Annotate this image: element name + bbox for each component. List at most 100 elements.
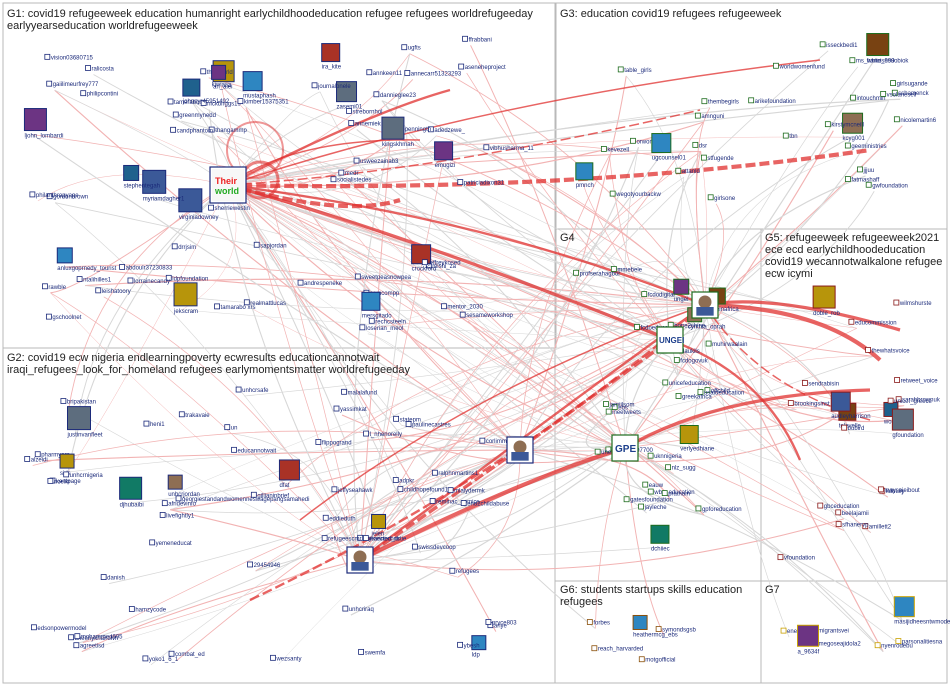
node-g3[interactable]: fatmashaff [844, 176, 880, 184]
node-g7[interactable]: nyenrodebu [874, 642, 913, 650]
node-g3[interactable]: jjjuu [857, 166, 875, 174]
node-g1[interactable]: rawble [42, 283, 67, 291]
node-g2[interactable]: flippogrand [315, 439, 352, 446]
node-g5[interactable]: thewhatsvoice [865, 346, 911, 354]
node-g5[interactable]: sendrabisin [801, 380, 839, 387]
node-g5[interactable]: gbceducation [817, 502, 860, 510]
node-g1[interactable]: myriamdagher1 [142, 169, 185, 202]
node-g1[interactable]: johnnyr45951492 [182, 78, 230, 105]
node-g5[interactable]: brookingsinst [787, 400, 830, 408]
node-g6[interactable]: heathermcg_ebs [632, 614, 678, 638]
node-g1[interactable]: usweezainab3 [353, 157, 399, 165]
node-g2[interactable]: danish [100, 574, 125, 582]
node-g3[interactable]: kcyg001 [842, 112, 866, 142]
node-g1[interactable]: candphantom [170, 126, 213, 134]
node-g4[interactable]: nlz_sugg [665, 464, 696, 472]
node-g1[interactable]: mersgitado [361, 291, 392, 319]
node-g5[interactable]: wilmshurste [893, 299, 932, 307]
node-g3[interactable]: vsolanesell [880, 90, 917, 98]
node-g1[interactable]: tamerabosr [167, 98, 204, 106]
node-g2[interactable]: djhubaibi [119, 476, 144, 508]
node-g4[interactable]: offchild [704, 387, 730, 395]
node-g1[interactable]: ldpfoundation [165, 274, 208, 282]
node-g1[interactable]: abdoulr37230833 [119, 264, 173, 271]
node-g2[interactable]: connected_dr [357, 534, 400, 542]
node-g2[interactable]: corlimmichael [479, 437, 523, 445]
node-g7[interactable]: eneiitr [780, 627, 803, 635]
node-g3[interactable]: wegotyourbackw [609, 190, 662, 198]
node-g1[interactable]: strebornhol [346, 108, 383, 115]
node-g2[interactable]: end2childabuse [460, 500, 510, 508]
node-g1[interactable]: vibhusharma_11 [483, 144, 535, 152]
node-g4[interactable]: muhirwaalain [705, 340, 747, 348]
node-g3[interactable]: orwomen [630, 137, 661, 145]
node-g5[interactable]: sfhanervp [835, 521, 869, 529]
node-g1[interactable]: dannieglee23 [373, 91, 417, 99]
node-g1[interactable]: lorrainecandy [127, 277, 170, 285]
node-g2[interactable]: jelen [371, 513, 387, 537]
node-g1[interactable]: adedzewe_ [427, 126, 466, 134]
node-g2[interactable]: ldp [471, 635, 487, 659]
node-g2[interactable]: pryce803 [485, 619, 517, 626]
node-g4[interactable]: wbg_education [647, 488, 695, 496]
node-g1[interactable]: gaiilimeurfrey777 [46, 80, 99, 88]
node-g1[interactable]: annkeen11 [366, 69, 403, 77]
node-g2[interactable]: 29454946 [247, 561, 281, 569]
node-g3[interactable]: francisnsuobiok [866, 33, 910, 65]
node-g4[interactable]: mmebele [610, 266, 643, 273]
node-g1[interactable]: greenmynedd [172, 111, 216, 119]
node-g4[interactable]: jamiilsom [603, 401, 634, 409]
hub-node-educannotwait[interactable] [346, 546, 374, 574]
hub-node-ungei[interactable]: UNGEI [656, 326, 684, 354]
node-g5[interactable]: maysajeibout [877, 486, 920, 494]
node-g1[interactable]: philipcontini [80, 90, 118, 98]
node-g1[interactable]: kimber15375351 [237, 98, 289, 106]
node-g2[interactable]: hamzycode [128, 606, 167, 613]
node-g2[interactable]: yassimkat [333, 405, 367, 413]
node-g1[interactable]: sesameworkshop [459, 311, 514, 319]
node-g7[interactable]: parsonalitiesna [895, 638, 943, 646]
node-g1[interactable]: ira_kite [321, 43, 342, 71]
node-g1[interactable]: tamarabo xrs [214, 303, 256, 311]
node-g5[interactable]: audleyharrison [830, 391, 871, 420]
node-g1[interactable]: stephentegah [123, 164, 160, 189]
node-g2[interactable]: heni1 [143, 420, 165, 428]
node-g4[interactable]: unesco [594, 448, 621, 456]
node-g1[interactable]: emugizi [434, 141, 456, 169]
node-g1[interactable]: thangammp [208, 126, 248, 134]
node-g1[interactable]: mentor_2030 [441, 303, 483, 311]
node-g2[interactable]: trakavaie [178, 411, 210, 419]
node-g2[interactable]: unhcrnigeria [63, 471, 104, 479]
node-g1[interactable]: jekscram [173, 282, 198, 315]
node-g5[interactable]: amillett2 [862, 523, 892, 531]
node-g2[interactable]: unhcriraq [342, 605, 374, 613]
node-g1[interactable]: gordonbrown [46, 193, 88, 201]
node-g2[interactable]: yoko1_6_1 [142, 655, 179, 663]
node-g6[interactable]: motgofficial [638, 656, 676, 664]
node-g1[interactable]: sapjordan [253, 241, 287, 249]
node-g5[interactable]: retweet_voice [894, 377, 939, 384]
node-g7[interactable]: masijidheesntwmodekcyode [893, 596, 950, 626]
node-g1[interactable]: loserian_meol [359, 324, 403, 332]
node-g1[interactable]: philanthropyage [29, 191, 79, 199]
node-g2[interactable]: georgiestandandwomenneswagepangsamahedi [175, 495, 309, 503]
node-g3[interactable]: amnguni [694, 112, 724, 120]
node-g4[interactable]: jayleche [638, 503, 668, 511]
node-g5[interactable]: unicef_greece [887, 397, 932, 405]
node-g4[interactable]: dchiiec [650, 524, 670, 552]
node-g1[interactable]: nickbriggs19 [200, 100, 242, 107]
node-g5[interactable]: educommission [848, 318, 897, 326]
node-g4[interactable]: fcdodigital [641, 291, 675, 299]
node-g1[interactable]: patriciadixon31 [457, 179, 505, 187]
node-g3[interactable]: dsr [692, 141, 707, 149]
node-g3[interactable]: gwfoundation [865, 181, 908, 189]
node-g2[interactable]: refugees [449, 567, 479, 575]
node-g4[interactable]: fcdogovuk [673, 357, 709, 364]
node-g1[interactable]: sherriewestin [208, 204, 250, 212]
node-g2[interactable]: eddieduth [322, 514, 356, 522]
node-g3[interactable]: girlsugande [890, 80, 929, 88]
node-g1[interactable]: mustaphash [242, 71, 276, 100]
node-g4[interactable]: unicefeducation [662, 379, 711, 387]
node-g7[interactable]: megoseajidola2 [812, 640, 862, 648]
